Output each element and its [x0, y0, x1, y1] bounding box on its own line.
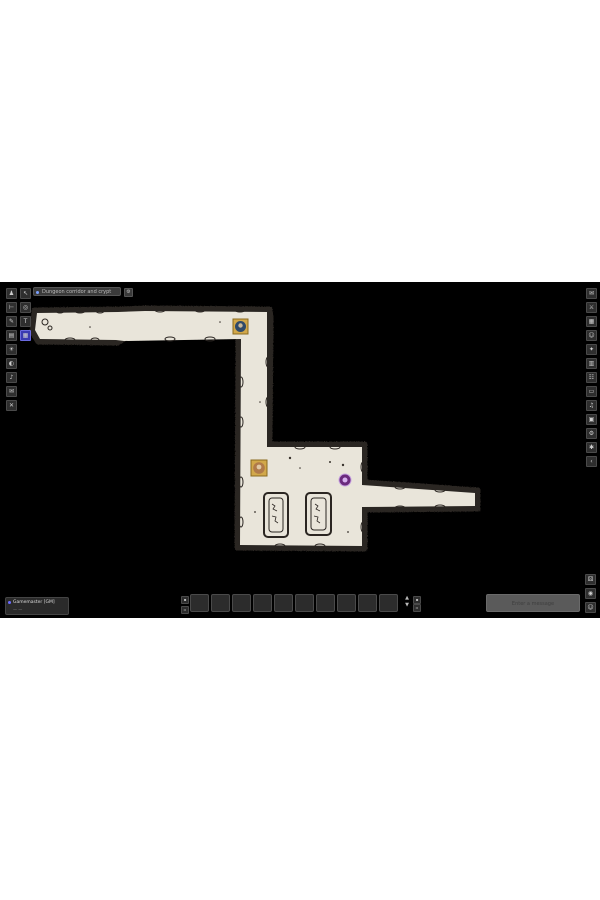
hotbar-controls: ▪ ▫ [181, 596, 189, 614]
hotbar-slot[interactable] [190, 594, 209, 612]
collapse-icon[interactable]: ‹ [586, 456, 597, 467]
draw-icon[interactable]: ✎ [6, 316, 17, 327]
playlists-icon[interactable]: ♫ [586, 400, 597, 411]
page-down-icon[interactable]: ▼ [405, 602, 409, 608]
player-subtitle: — — [13, 607, 23, 612]
tables-icon[interactable]: ☷ [586, 372, 597, 383]
user-icon[interactable]: ☺ [585, 602, 596, 613]
wall-icon[interactable]: ▤ [6, 330, 17, 341]
wall-stones [41, 307, 446, 549]
target-icon[interactable]: ◎ [20, 302, 31, 313]
scene-name: Dungeon corridor and crypt [42, 289, 112, 295]
lock-icon[interactable]: ▪ [181, 596, 189, 604]
compendium-icon[interactable]: ▣ [586, 414, 597, 425]
macro-hotbar [190, 594, 398, 612]
hotbar-slot[interactable] [253, 594, 272, 612]
token-purple-monster[interactable] [338, 473, 352, 487]
hotbar-slot[interactable] [358, 594, 377, 612]
fog-icon[interactable]: ◐ [6, 358, 17, 369]
battle-map[interactable] [0, 282, 600, 618]
journal-icon[interactable]: ▥ [586, 358, 597, 369]
camera-icon[interactable]: ◉ [585, 588, 596, 599]
items-icon[interactable]: ✦ [586, 344, 597, 355]
token-icon[interactable]: ♟ [6, 288, 17, 299]
player-status-dot [8, 601, 11, 604]
chat-icon[interactable]: ✉ [586, 288, 597, 299]
trash-icon[interactable]: ▫ [181, 606, 189, 614]
scene-navigation[interactable]: Dungeon corridor and crypt [33, 287, 121, 296]
players-list[interactable]: Gamemaster [GM] — — [5, 597, 69, 615]
select-icon[interactable]: ↖ [20, 288, 31, 299]
actors-icon[interactable]: ☺ [586, 330, 597, 341]
hotbar-menu-icon[interactable]: ▫ [413, 604, 421, 612]
cards-icon[interactable]: ▭ [586, 386, 597, 397]
hotbar-slot[interactable] [211, 594, 230, 612]
notes-icon[interactable]: ✉ [6, 386, 17, 397]
combat-icon[interactable]: ⚔ [586, 302, 597, 313]
sarcophagus-left [263, 492, 289, 538]
scenes-icon[interactable]: ▦ [586, 316, 597, 327]
dungeon-floor [29, 305, 481, 552]
erase-icon[interactable]: ✕ [6, 400, 17, 411]
text-icon[interactable]: T [20, 316, 31, 327]
floor-debris [89, 321, 349, 533]
hotbar-slot[interactable] [379, 594, 398, 612]
page-up-icon[interactable]: ▲ [405, 595, 409, 601]
hotbar-slot[interactable] [337, 594, 356, 612]
settings-icon[interactable]: ⚙ [586, 428, 597, 439]
hotbar-page-controls: ▲ ▼ [404, 595, 410, 608]
light-icon[interactable]: ☀ [6, 344, 17, 355]
scene-controls: ♟ ↖ ⊢ ◎ ✎ T ▤ ▦ ☀ ◐ ♪ ✉ ✕ [6, 288, 31, 411]
active-scene-indicator [36, 291, 39, 294]
sarcophagus-right [305, 492, 332, 536]
token-blue-hero[interactable] [232, 318, 249, 335]
gear-icon[interactable]: ⚙ [124, 288, 133, 297]
hotbar-collapse-icon[interactable]: ▪ [413, 596, 421, 604]
tiles-icon[interactable]: ▦ [20, 330, 31, 341]
sidebar-tabs: ✉ ⚔ ▦ ☺ ✦ ▥ ☷ ▭ ♫ ▣ ⚙ ✱ ‹ [586, 288, 597, 467]
token-brown-hero[interactable] [250, 459, 268, 477]
right-bottom-controls: ⚄ ◉ ☺ [585, 574, 596, 613]
hotbar-slot[interactable] [274, 594, 293, 612]
chat-message-input[interactable]: Enter a message [486, 594, 580, 612]
hotbar-slot[interactable] [316, 594, 335, 612]
hotbar-slot[interactable] [295, 594, 314, 612]
player-name: Gamemaster [GM] [13, 600, 55, 605]
ruler-icon[interactable]: ⊢ [6, 302, 17, 313]
sound-icon[interactable]: ♪ [6, 372, 17, 383]
game-viewport[interactable]: Dungeon corridor and crypt ⚙ ♟ ↖ ⊢ ◎ ✎ T… [0, 282, 600, 618]
hotbar-slot[interactable] [232, 594, 251, 612]
macro-icon[interactable]: ✱ [586, 442, 597, 453]
dice-icon[interactable]: ⚄ [585, 574, 596, 585]
